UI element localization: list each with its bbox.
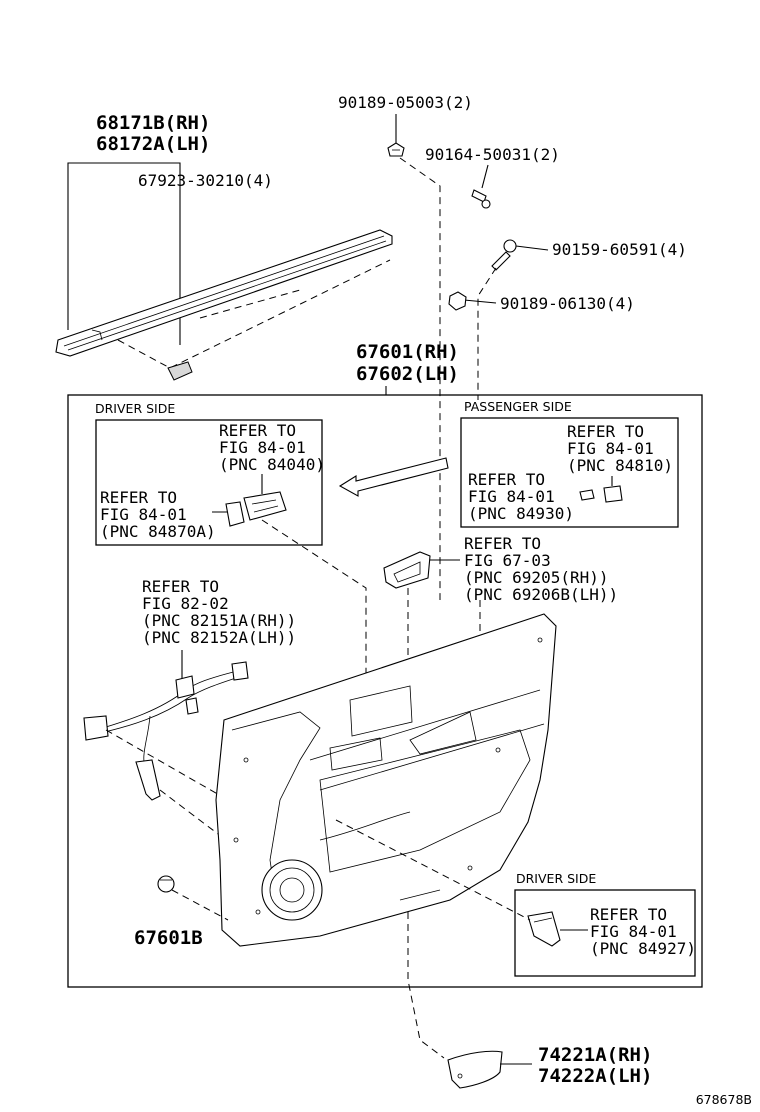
door-trim-panel [215,613,557,947]
refer-84040-line1[interactable]: REFER TO [219,421,296,440]
refer-84930-line1[interactable]: REFER TO [468,470,545,489]
clip-top-icon [387,142,405,157]
door-cover-icon [447,1050,503,1089]
driver-side-label: DRIVER SIDE [95,401,175,416]
part-label-nut[interactable]: 90189-06130(4) [500,294,635,313]
driver-side-lower-box [514,889,696,977]
part-label-screw-top[interactable]: 90164-50031(2) [425,145,560,164]
passenger-side-label: PASSENGER SIDE [464,399,572,414]
bolt-icon [491,239,517,271]
refer-84040-line2[interactable]: FIG 84-01 [219,438,306,457]
passenger-switch-icon [579,485,623,503]
refer-82-02-line2[interactable]: FIG 82-02 [142,594,229,613]
part-label-fastener[interactable]: 67601B [134,927,203,949]
part-label-cover-rh[interactable]: 74221A(RH) [538,1044,652,1066]
driver-side-box [95,419,323,546]
refer-84927-line1[interactable]: REFER TO [590,905,667,924]
refer-84810-line2[interactable]: FIG 84-01 [567,439,654,458]
wire-harness-icon [83,661,249,801]
refer-82-02-line1[interactable]: REFER TO [142,577,219,596]
inside-handle-icon [383,551,431,589]
part-label-clip-top[interactable]: 90189-05003(2) [338,93,473,112]
refer-67-03-line2[interactable]: FIG 67-03 [464,551,551,570]
weatherstrip-clip-icon [167,361,193,381]
part-label-weatherstrip-clip[interactable]: 67923-30210(4) [138,171,273,190]
refer-84810-line1[interactable]: REFER TO [567,422,644,441]
part-label-panel-lh[interactable]: 67602(LH) [356,363,459,385]
refer-84040-line3[interactable]: (PNC 84040) [219,455,325,474]
trim-clip-icon [157,875,175,893]
screw-icon [471,189,491,209]
refer-84870a-line3[interactable]: (PNC 84870A) [100,522,216,541]
part-label-weatherstrip-rh[interactable]: 68171B(RH) [96,112,210,134]
refer-84927-line3[interactable]: (PNC 84927) [590,939,696,958]
refer-84930-line2[interactable]: FIG 84-01 [468,487,555,506]
refer-67-03-line3[interactable]: (PNC 69205(RH)) [464,568,609,587]
mirror-switch-icon [527,911,561,947]
part-label-panel-rh[interactable]: 67601(RH) [356,341,459,363]
refer-82-02-line3[interactable]: (PNC 82151A(RH)) [142,611,296,630]
refer-67-03-line1[interactable]: REFER TO [464,534,541,553]
refer-84870a-line1[interactable]: REFER TO [100,488,177,507]
driver-side-label-2: DRIVER SIDE [516,871,596,886]
refer-82-02-line4[interactable]: (PNC 82152A(LH)) [142,628,296,647]
part-label-bolt[interactable]: 90159-60591(4) [552,240,687,259]
window-switch-master-icon [225,491,287,527]
refer-84810-line3[interactable]: (PNC 84810) [567,456,673,475]
part-label-weatherstrip-lh[interactable]: 68172A(LH) [96,133,210,155]
refer-84927-line2[interactable]: FIG 84-01 [590,922,677,941]
direction-arrow-icon [338,457,449,497]
passenger-side-box [460,417,679,528]
part-label-cover-lh[interactable]: 74222A(LH) [538,1065,652,1087]
assembly-frame [67,394,703,988]
figure-id: 678678B [696,1092,752,1107]
refer-67-03-line4[interactable]: (PNC 69206B(LH)) [464,585,618,604]
door-weatherstrip-outer [55,229,393,357]
refer-84870a-line2[interactable]: FIG 84-01 [100,505,187,524]
nut-icon [448,291,467,311]
refer-84930-line3[interactable]: (PNC 84930) [468,504,574,523]
